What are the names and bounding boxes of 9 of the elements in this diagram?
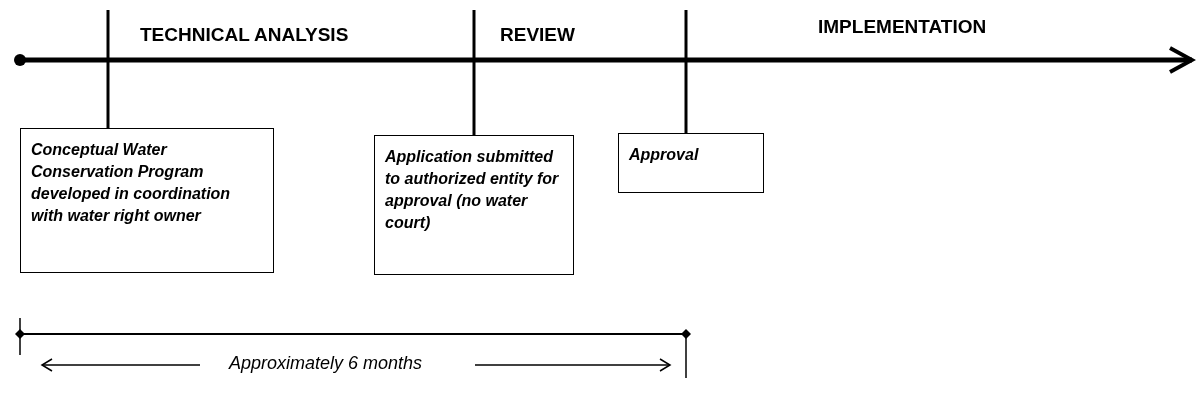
milestone-tick [684,10,688,133]
milestone-box: Application submitted to authorized entity for approval (no water court) [374,135,574,275]
milestone-tick [106,10,110,128]
phase-label: IMPLEMENTATION [818,16,987,38]
milestone-box: Conceptual Water Conservation Program developed in coordination with water right owner [20,128,274,273]
phase-label: TECHNICAL ANALYSIS [140,24,349,46]
phase-label: REVIEW [500,24,575,46]
milestone-tick [472,10,476,135]
milestone-box: Approval [618,133,764,193]
